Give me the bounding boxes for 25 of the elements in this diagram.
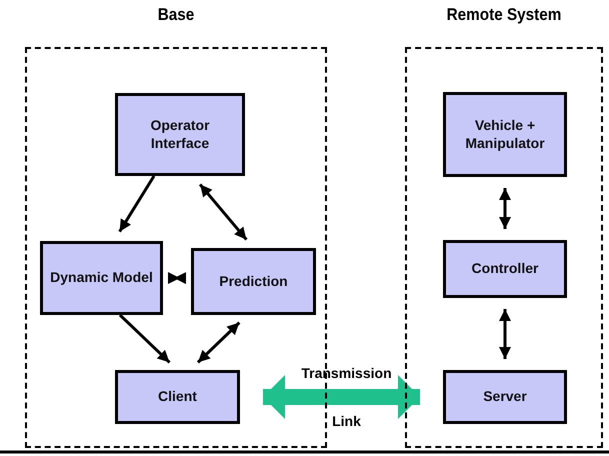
edge-label: Transmission Link xyxy=(300,364,393,431)
double-arrow xyxy=(263,375,420,419)
group-heading: Base xyxy=(156,5,196,25)
box-label: Client xyxy=(158,388,197,406)
arrow xyxy=(168,272,186,284)
process-box xyxy=(115,370,240,424)
arrow xyxy=(196,322,240,364)
process-box xyxy=(191,248,316,315)
process-box xyxy=(115,93,245,176)
arrow xyxy=(198,183,248,241)
box-label: Vehicle + Manipulator xyxy=(464,117,546,152)
arrow xyxy=(118,314,171,364)
process-box xyxy=(443,240,567,298)
arrow xyxy=(499,309,511,359)
arrow xyxy=(118,175,156,232)
box-label: Server xyxy=(483,388,527,406)
box-label: Dynamic Model xyxy=(50,269,153,287)
box-label: Controller xyxy=(472,260,538,278)
process-box xyxy=(443,370,567,424)
box-label: Prediction xyxy=(219,272,288,290)
process-box xyxy=(443,92,567,177)
group-heading: Remote System xyxy=(446,5,562,25)
process-box xyxy=(40,241,163,315)
box-label: Operator Interface xyxy=(149,117,211,152)
arrow xyxy=(499,188,511,229)
